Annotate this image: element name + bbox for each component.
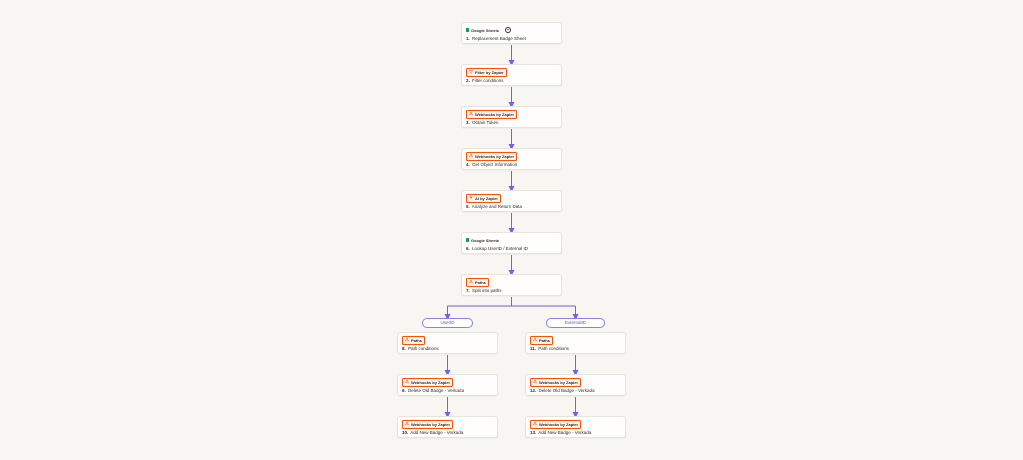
app-badge-12: ⚠ Webhooks by Zapier (530, 377, 582, 387)
step-number: 4. (466, 162, 470, 167)
add-step-icon[interactable]: + (505, 27, 512, 33)
step-title-text: Analyze and Return Data (471, 204, 523, 209)
app-name: Paths (411, 337, 422, 343)
sheets-icon (466, 238, 469, 242)
step-title: 8. Path conditions (402, 346, 439, 352)
app-name: Webhooks by Zapier (475, 111, 515, 117)
step-card-2[interactable]: ▽ Filter by Zapier 2. Filter conditions (461, 64, 562, 86)
app-name: Google Sheets (471, 237, 500, 243)
step-title: 6. Lookup UserID / External ID (466, 246, 528, 252)
step-card-8[interactable]: ⚠ Paths 8. Path conditions (397, 332, 498, 354)
app-label-1: Google Sheets + (466, 27, 512, 34)
app-badge-3: ⚠ Webhooks by Zapier (466, 109, 518, 119)
step-title-text: Add New Badge - Verkada (410, 430, 464, 435)
step-title: 1. Replacement Badge Sheet (466, 36, 526, 42)
step-card-4[interactable]: ⚠ Webhooks by Zapier 4. Get Object Infor… (461, 148, 562, 170)
step-title-text: Delete Old Badge - Verkada (408, 388, 465, 393)
app-name: Webhooks by Zapier (475, 153, 515, 159)
filter-icon: ▽ (469, 69, 473, 74)
step-title: 12. Delete Old Badge - Verkada (530, 388, 595, 394)
step-title-text: Lookup UserID / External ID (472, 246, 529, 251)
step-card-11[interactable]: ⚠ Paths 11. Path conditions (525, 332, 626, 354)
app-badge-8: ⚠ Paths (402, 335, 425, 345)
app-name: Filter by Zapier (475, 69, 504, 75)
ai-icon: ✕ (469, 195, 473, 200)
step-title: 11. Path conditions (530, 346, 569, 352)
paths-icon: ⚠ (533, 337, 538, 342)
step-card-7[interactable]: ⚠ Paths 7. Split into paths (461, 274, 562, 296)
step-title-text: Split into paths (472, 288, 502, 293)
webhook-icon: ⚠ (533, 379, 538, 384)
webhook-icon: ⚠ (469, 153, 474, 158)
paths-icon: ⚠ (405, 337, 410, 342)
step-number: 8. (402, 346, 406, 351)
webhook-icon: ⚠ (469, 111, 474, 116)
step-number: 5. (466, 204, 470, 209)
app-name: Webhooks by Zapier (411, 379, 451, 385)
app-badge-9: ⚠ Webhooks by Zapier (402, 377, 454, 387)
app-badge-4: ⚠ Webhooks by Zapier (466, 151, 518, 161)
step-title-text: Replacement Badge Sheet (472, 36, 526, 41)
step-number: 10. (402, 430, 409, 435)
step-title: 13. Add New Badge - Verkada (530, 430, 591, 436)
step-title-text: Get Object Information (472, 162, 518, 167)
step-card-10[interactable]: ⚠ Webhooks by Zapier 10. Add New Badge -… (397, 416, 498, 438)
step-card-6[interactable]: Google Sheets 6. Lookup UserID / Externa… (461, 232, 562, 254)
app-badge-7: ⚠ Paths (466, 277, 489, 287)
step-title-text: Path conditions (538, 346, 570, 351)
step-number: 1. (466, 36, 470, 41)
app-badge-10: ⚠ Webhooks by Zapier (402, 419, 454, 429)
step-title-text: Filter conditions (472, 78, 504, 83)
app-badge-11: ⚠ Paths (530, 335, 553, 345)
sheets-icon (466, 28, 469, 32)
step-card-9[interactable]: ⚠ Webhooks by Zapier 9. Delete Old Badge… (397, 374, 498, 396)
step-title: 5. Analyze and Return Data (466, 204, 522, 210)
step-title-text: Obtain Token (472, 120, 499, 125)
step-number: 12. (530, 388, 537, 393)
step-title: 3. Obtain Token (466, 120, 498, 126)
webhook-icon: ⚠ (405, 421, 410, 426)
app-badge-5: ✕ AI by Zapier (466, 193, 501, 203)
step-number: 9. (402, 388, 406, 393)
step-title: 7. Split into paths (466, 288, 502, 294)
app-name: AI by Zapier (475, 195, 498, 201)
path-label-externalid[interactable]: ExternalID (546, 318, 605, 328)
path-label-userid[interactable]: UserID (422, 318, 473, 328)
step-card-12[interactable]: ⚠ Webhooks by Zapier 12. Delete Old Badg… (525, 374, 626, 396)
step-title-text: Delete Old Badge - Verkada (538, 388, 595, 393)
step-title-text: Path conditions (408, 346, 439, 351)
step-number: 11. (530, 346, 537, 351)
app-name: Webhooks by Zapier (411, 421, 451, 427)
step-number: 6. (466, 246, 470, 251)
app-name: Paths (539, 337, 550, 343)
app-badge-2: ▽ Filter by Zapier (466, 67, 507, 77)
webhook-icon: ⚠ (405, 379, 410, 384)
app-name: Webhooks by Zapier (539, 379, 579, 385)
step-title: 10. Add New Badge - Verkada (402, 430, 463, 436)
step-number: 7. (466, 288, 470, 293)
step-number: 2. (466, 78, 470, 83)
app-name: Webhooks by Zapier (539, 421, 579, 427)
step-number: 3. (466, 120, 470, 125)
webhook-icon: ⚠ (533, 421, 538, 426)
app-label-6: Google Sheets (466, 237, 499, 244)
step-title: 4. Get Object Information (466, 162, 517, 168)
step-card-5[interactable]: ✕ AI by Zapier 5. Analyze and Return Dat… (461, 190, 562, 212)
step-card-1[interactable]: Google Sheets + 1. Replacement Badge She… (461, 22, 562, 44)
app-name: Google Sheets (471, 27, 500, 33)
paths-icon: ⚠ (469, 279, 474, 284)
step-card-3[interactable]: ⚠ Webhooks by Zapier 3. Obtain Token (461, 106, 562, 128)
step-title-text: Add New Badge - Verkada (538, 430, 592, 435)
step-title: 2. Filter conditions (466, 78, 504, 84)
app-badge-13: ⚠ Webhooks by Zapier (530, 419, 582, 429)
step-card-13[interactable]: ⚠ Webhooks by Zapier 13. Add New Badge -… (525, 416, 626, 438)
step-title: 9. Delete Old Badge - Verkada (402, 388, 464, 394)
app-name: Paths (475, 279, 486, 285)
step-number: 13. (530, 430, 537, 435)
